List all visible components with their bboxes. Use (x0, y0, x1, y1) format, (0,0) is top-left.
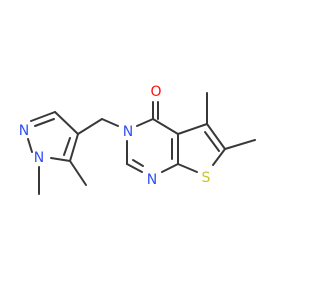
bond-pyrazole-c5-c4 (69, 133, 79, 162)
pyrazole-nitrogen-atom-n1: N (34, 150, 44, 166)
bond-ch2-pyrazole-c4 (77, 118, 103, 135)
bond-pyrazole-c5-methyl (69, 160, 87, 186)
oxygen-atom: O (150, 84, 161, 100)
nitrogen-atom-n3: N (123, 124, 133, 140)
bond-pyrazole-c3-n2-double (34, 118, 55, 127)
pyrazole-nitrogen-atom-n2: N (19, 123, 29, 139)
bond-c2-n1-double (132, 159, 144, 167)
atom-layer: O N N S N N (19, 84, 211, 188)
sulfur-atom: S (202, 170, 211, 186)
bond-n1-c7a (161, 163, 179, 173)
bond-layer (27, 92, 256, 195)
bond-pyrazole-c3-n2 (30, 111, 56, 122)
molecule-structure: O N N S N N (19, 84, 256, 195)
bond-n3-ch2 (101, 118, 119, 127)
bond-c4a-c5 (177, 123, 208, 135)
bond-pyrazole-n1-c5 (50, 157, 71, 162)
bond-s-c7a (177, 163, 198, 173)
bond-c2-n1 (126, 163, 143, 173)
bond-pyrazole-c4-c3 (54, 111, 79, 135)
nitrogen-atom-n1: N (147, 172, 157, 188)
bond-c5-c6 (206, 123, 226, 150)
bond-c6-methyl (224, 139, 256, 150)
bond-c4-n3 (136, 118, 154, 127)
bond-pyrazole-c5-c4-double (63, 137, 71, 156)
bond-c4a-c4 (152, 118, 179, 135)
bond-c6-s (212, 148, 226, 166)
bond-pyrazole-n2-n1 (27, 138, 33, 153)
bond-c5-c6-double (204, 131, 220, 152)
